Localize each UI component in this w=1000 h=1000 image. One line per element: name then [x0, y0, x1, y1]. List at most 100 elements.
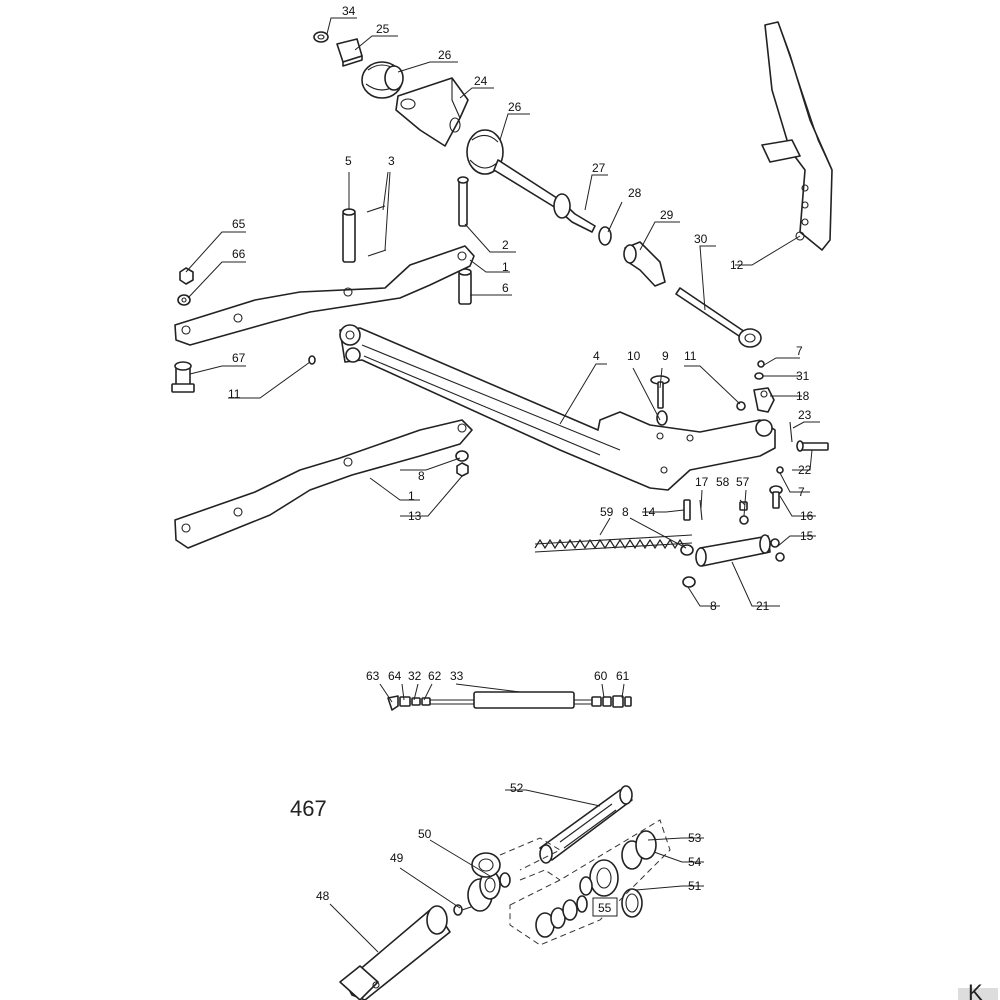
callout-3: 3 [388, 154, 395, 168]
part-washer-8a [455, 450, 469, 462]
part-clip-17 [699, 499, 703, 521]
callout-9: 9 [662, 349, 669, 363]
part-bushing-6 [458, 268, 472, 305]
part-washer-66 [177, 294, 191, 306]
callout-59: 59 [600, 505, 614, 519]
part-pin-27 [493, 159, 596, 233]
callout-28: 28 [628, 186, 642, 200]
seal-kit-dashed-outline [499, 819, 671, 946]
callout-2: 2 [502, 238, 509, 252]
callout-26: 26 [508, 100, 522, 114]
part-bracket-24 [395, 77, 469, 147]
part-bracket-18 [753, 387, 775, 413]
part-pin-2 [457, 176, 469, 227]
part-link-arm-1-upper [174, 245, 475, 346]
callout-10: 10 [627, 349, 641, 363]
part-rubber-bushing-26a [361, 61, 404, 99]
part-fitting-29 [623, 241, 666, 287]
callout-8: 8 [710, 599, 717, 613]
part-piston-rod-52 [539, 785, 633, 864]
callout-11: 11 [228, 387, 241, 401]
part-washer-8b [680, 544, 694, 556]
callout-25: 25 [376, 22, 390, 36]
callout-52: 52 [510, 781, 524, 795]
part-seals-53-54 [579, 830, 657, 897]
part-washer-34 [313, 31, 329, 43]
callout-17: 17 [695, 475, 709, 489]
part-washer-8c [682, 576, 696, 588]
callout-58: 58 [716, 475, 730, 489]
callout-65: 65 [232, 217, 246, 231]
callout-6: 6 [502, 281, 509, 295]
part-clip-3 [366, 205, 387, 257]
part-washer-31 [754, 372, 764, 380]
callout-67: 67 [232, 351, 246, 365]
leader-lines [185, 17, 820, 953]
callout-54: 54 [688, 855, 702, 869]
part-pin-10 [656, 410, 668, 426]
part-nut-7a [757, 360, 765, 368]
part-bolt-16 [769, 485, 783, 509]
callout-50: 50 [418, 827, 432, 841]
brand-logo-text: K [968, 980, 983, 1000]
callout-5: 5 [345, 154, 352, 168]
part-rod-30 [675, 287, 762, 348]
callout-7: 7 [796, 344, 803, 358]
callout-55: 55 [598, 901, 612, 915]
part-nut-15 [770, 538, 785, 562]
callout-labels: 34 25 26 24 26 5 3 27 28 29 30 12 65 66 … [228, 4, 814, 917]
callout-61: 61 [616, 669, 630, 683]
callout-21: 21 [756, 599, 770, 613]
callout-8: 8 [418, 469, 425, 483]
part-nut-65 [179, 267, 194, 285]
callout-8: 8 [622, 505, 629, 519]
part-spring-59 [534, 534, 693, 553]
callout-51: 51 [688, 879, 702, 893]
part-pin-14 [683, 499, 691, 521]
part-hose-assembly-33 [387, 691, 632, 711]
part-ring-51 [621, 888, 643, 918]
part-main-frame-4 [339, 324, 776, 491]
callout-1: 1 [502, 260, 509, 274]
callout-7: 7 [798, 485, 805, 499]
part-cylinder-barrel-48 [339, 905, 451, 1000]
callout-27: 27 [592, 161, 606, 175]
callout-29: 29 [660, 208, 674, 222]
callout-64: 64 [388, 669, 402, 683]
callout-33: 33 [450, 669, 464, 683]
part-pin-5 [342, 208, 356, 263]
callout-34: 34 [342, 4, 356, 18]
part-pin-22 [796, 440, 829, 452]
callout-24: 24 [474, 74, 488, 88]
callout-66: 66 [232, 247, 246, 261]
callout-63: 63 [366, 669, 380, 683]
callout-15: 15 [800, 529, 814, 543]
callout-60: 60 [594, 669, 608, 683]
callout-4: 4 [593, 349, 600, 363]
part-clip-23 [789, 421, 793, 443]
callout-26: 26 [438, 48, 452, 62]
part-nut-7b [776, 466, 784, 474]
part-link-arm-1-lower [174, 419, 473, 549]
part-gland-50 [467, 852, 511, 912]
callout-16: 16 [800, 509, 814, 523]
brand-logo: K [958, 980, 998, 1000]
group-number: 467 [290, 796, 327, 821]
part-screw-11a [308, 355, 316, 365]
callout-62: 62 [428, 669, 442, 683]
callout-18: 18 [796, 389, 810, 403]
callout-31: 31 [796, 369, 810, 383]
part-screw-11b [736, 401, 746, 411]
callout-23: 23 [798, 408, 812, 422]
callout-32: 32 [408, 669, 422, 683]
callout-12: 12 [730, 258, 744, 272]
callout-57: 57 [736, 475, 750, 489]
callout-14: 14 [642, 505, 656, 519]
part-pin-9 [650, 375, 670, 409]
callout-49: 49 [390, 851, 404, 865]
callout-11: 11 [684, 349, 697, 363]
callout-53: 53 [688, 831, 702, 845]
callout-22: 22 [798, 463, 812, 477]
part-fitting-67 [171, 361, 195, 393]
